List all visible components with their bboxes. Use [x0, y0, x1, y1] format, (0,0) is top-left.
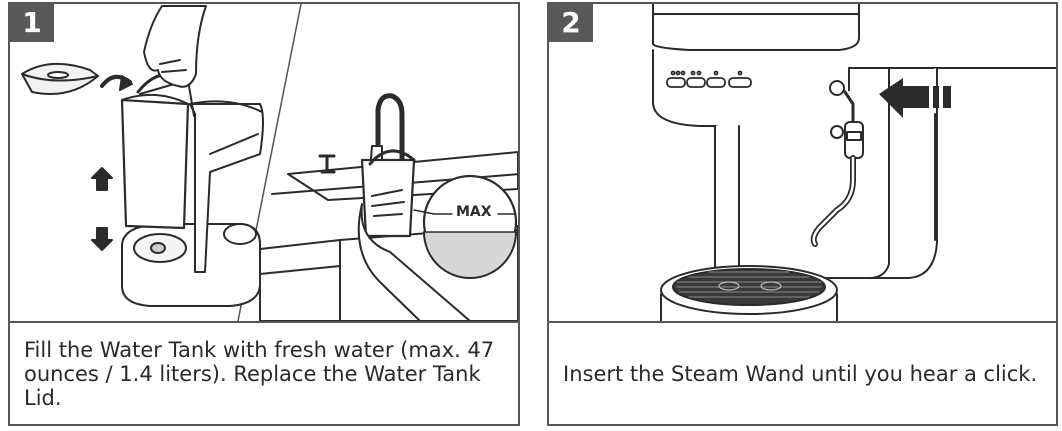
steam-wand-image — [810, 90, 864, 247]
step-number-badge: 1 — [10, 4, 54, 42]
step-1-illustration: MAX — [10, 4, 518, 323]
step-2-instruction: Insert the Steam Wand until you hear a c… — [563, 362, 1038, 386]
step-1-panel: MAX 1 Fill the Water Tank with fresh wat… — [8, 2, 520, 426]
fill-water-tank-drawing — [21, 4, 518, 321]
water-tank-lid-image — [21, 62, 99, 95]
max-fill-level-callout — [413, 174, 518, 280]
step-2-illustration — [549, 4, 1056, 323]
step-number-badge: 2 — [549, 4, 593, 42]
insert-steam-wand-drawing — [652, 4, 1056, 321]
step-2-panel: 2 Insert the Steam Wand until you hear a… — [547, 2, 1058, 426]
drip-tray-image — [660, 265, 838, 321]
max-label: MAX — [456, 204, 492, 220]
control-buttons — [666, 70, 752, 88]
step-1-instruction: Fill the Water Tank with fresh water (ma… — [24, 338, 495, 410]
